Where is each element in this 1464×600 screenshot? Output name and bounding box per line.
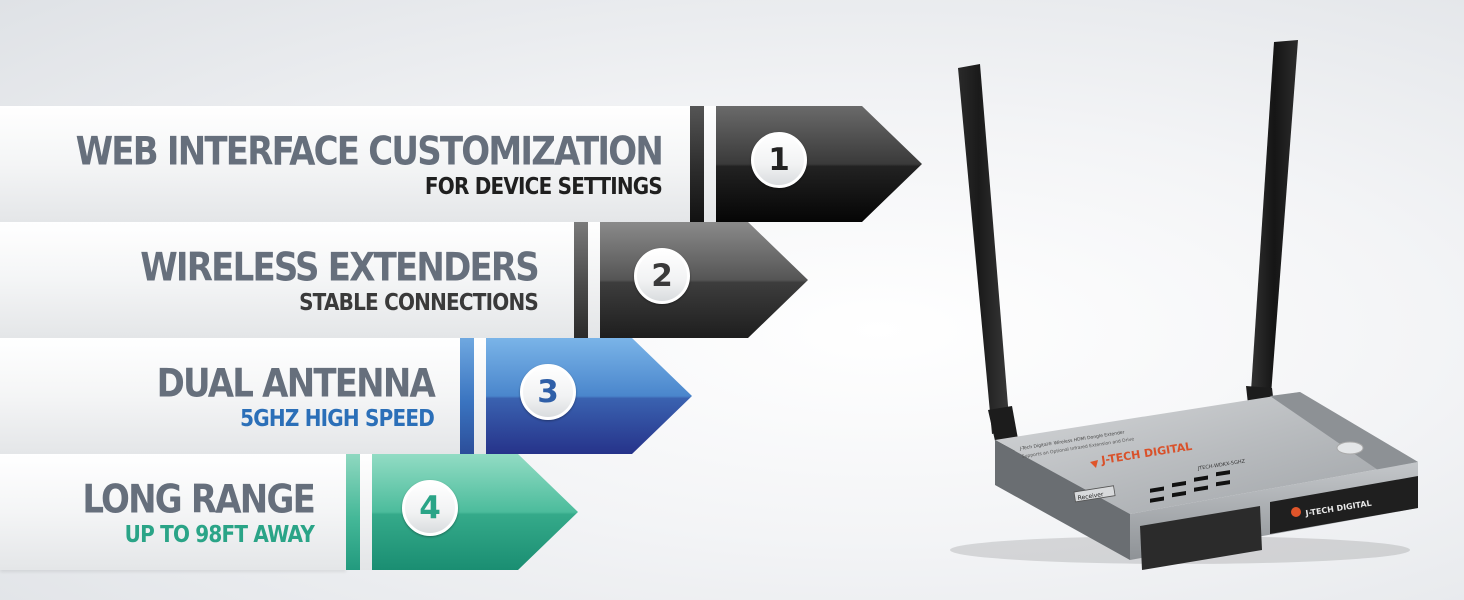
feature-arrow-2	[600, 222, 810, 338]
vent-grille	[1140, 470, 1262, 570]
feature-arrow-3	[486, 338, 696, 454]
feature-gap-1	[704, 106, 716, 222]
feature-stripe-3	[460, 338, 474, 454]
feature-title-1: WEB INTERFACE CUSTOMIZATION	[75, 129, 664, 175]
feature-band-1	[0, 106, 690, 222]
feature-number-2: 2	[634, 248, 690, 304]
device-label: Receiver	[1077, 491, 1104, 502]
feature-band-2	[0, 222, 574, 338]
right-antenna	[1246, 40, 1298, 422]
feature-subtitle-4: UP TO 98FT AWAY	[124, 520, 315, 548]
front-logo-icon	[1291, 507, 1301, 517]
feature-stripe-1	[690, 106, 704, 222]
feature-gap-3	[474, 338, 486, 454]
feature-band-3	[0, 338, 460, 454]
feature-stripe-4	[346, 454, 360, 570]
feature-row-3: 3 DUAL ANTENNA 5GHZ HIGH SPEED	[0, 338, 700, 454]
feature-row-4: 4 LONG RANGE UP TO 98FT AWAY	[0, 454, 590, 570]
feature-title-2: WIRELESS EXTENDERS	[140, 245, 540, 291]
feature-subtitle-3: 5GHZ HIGH SPEED	[240, 404, 435, 432]
feature-gap-2	[588, 222, 600, 338]
feature-number-4: 4	[402, 480, 458, 536]
feature-band-4	[0, 454, 346, 570]
feature-subtitle-2: STABLE CONNECTIONS	[299, 288, 539, 316]
feature-number-1: 1	[751, 132, 807, 188]
feature-title-3: DUAL ANTENNA	[156, 361, 436, 407]
feature-subtitle-1: FOR DEVICE SETTINGS	[424, 172, 663, 200]
top-logo-icon	[1090, 460, 1098, 468]
feature-title-4: LONG RANGE	[82, 477, 315, 523]
left-antenna	[958, 64, 1020, 454]
device-button-icon	[1336, 441, 1364, 455]
wireless-extender-device: J-TECH DIGITAL J-TECH DIGITAL J-Tech Dig…	[940, 30, 1440, 585]
feature-stripe-2	[574, 222, 588, 338]
device-illustration: J-TECH DIGITAL J-TECH DIGITAL J-Tech Dig…	[950, 40, 1418, 570]
feature-gap-4	[360, 454, 372, 570]
feature-arrow-1	[716, 106, 926, 222]
feature-row-1: 1 WEB INTERFACE CUSTOMIZATION FOR DEVICE…	[0, 106, 930, 222]
feature-number-3: 3	[520, 364, 576, 420]
feature-row-2: 2 WIRELESS EXTENDERS STABLE CONNECTIONS	[0, 222, 820, 338]
